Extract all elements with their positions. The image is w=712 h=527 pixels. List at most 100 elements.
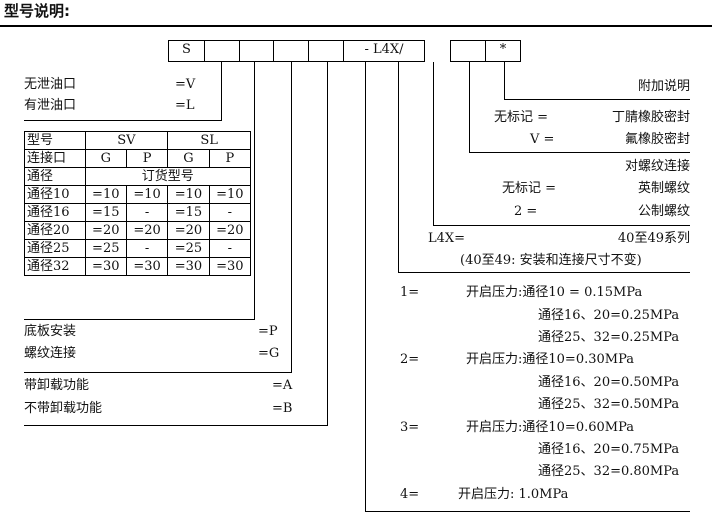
table-cell: =30 xyxy=(84,257,127,276)
no-unload-code: =B xyxy=(272,401,293,416)
connector-seal xyxy=(469,62,470,153)
thread-code: =G xyxy=(258,346,280,361)
connector-extra xyxy=(504,62,505,100)
title-divider xyxy=(0,25,712,27)
connector-size xyxy=(254,62,255,320)
code-box-3 xyxy=(239,40,274,62)
table-row: 通径16 =15 - =15 - xyxy=(24,203,252,222)
thread-title: 对螺纹连接 xyxy=(624,159,690,174)
connector-unload-h xyxy=(24,425,328,426)
table-cell: SL xyxy=(167,131,251,150)
code-box-2 xyxy=(204,40,240,62)
pressure-code-2: 2= xyxy=(400,352,420,367)
seal-v-val: 氟橡胶密封 xyxy=(624,132,690,147)
table-cell: 型号 xyxy=(24,131,86,150)
table-cell: G xyxy=(84,149,127,168)
table-cell: 通径 xyxy=(24,167,86,186)
thread-label: 螺纹连接 xyxy=(24,346,77,361)
pressure-line: 通径25、32=0.80MPa xyxy=(538,464,680,479)
table-cell: =20 xyxy=(84,221,127,240)
connector-mount-h xyxy=(24,372,292,373)
connector-unload xyxy=(327,62,328,426)
table-cell: =30 xyxy=(125,257,169,276)
code-box-4 xyxy=(273,40,309,62)
table-cell: =10 xyxy=(125,185,169,204)
code-box-extra: * xyxy=(485,40,521,62)
table-subheader-row: 连接口 G P G P xyxy=(24,149,252,168)
no-unload-label: 不带卸载功能 xyxy=(24,401,103,416)
connector-series-h xyxy=(398,272,690,273)
series-key: L4X= xyxy=(428,231,466,246)
table-cell: - xyxy=(208,203,252,222)
unload-code: =A xyxy=(272,378,293,393)
connector-thread-h xyxy=(433,225,690,226)
connector-extra-h xyxy=(504,99,690,100)
table-cell: - xyxy=(125,203,169,222)
table-cell: =20 xyxy=(125,221,169,240)
thread-nomark-val: 英制螺纹 xyxy=(637,181,690,196)
connector-thread xyxy=(433,62,434,226)
page-title: 型号说明: xyxy=(4,2,70,20)
table-cell: 连接口 xyxy=(24,149,86,168)
pressure-line: 通径16、20=0.75MPa xyxy=(538,442,680,457)
table-header-row: 型号 SV SL xyxy=(24,131,251,150)
pressure-code-3: 3= xyxy=(400,420,420,435)
table-cell: 订货型号 xyxy=(84,167,252,186)
connector-pressure-h xyxy=(365,511,690,512)
table-cell: - xyxy=(125,239,169,258)
table-cell: - xyxy=(208,239,252,258)
seal-nomark: 无标记 = xyxy=(494,110,549,125)
thread-nomark: 无标记 = xyxy=(502,181,557,196)
table-cell: =10 xyxy=(84,185,127,204)
pressure-line: 开启压力: 1.0MPa xyxy=(458,487,569,502)
extra-desc: 附加说明 xyxy=(637,79,690,94)
plate-label: 底板安装 xyxy=(24,324,77,339)
table-cell: 通径16 xyxy=(24,203,86,222)
table-cell: 通径10 xyxy=(24,185,86,204)
table-cell: P xyxy=(125,149,169,168)
seal-v: V = xyxy=(530,132,555,147)
connector-mount xyxy=(291,62,292,373)
connector-series xyxy=(398,62,399,273)
pressure-line: 通径16、20=0.50MPa xyxy=(538,375,680,390)
table-cell: =20 xyxy=(208,221,252,240)
pressure-line: 开启压力:通径10=0.60MPa xyxy=(466,420,634,435)
table-cell: 通径25 xyxy=(24,239,86,258)
series-note: (40至49: 安装和连接尺寸不变) xyxy=(460,253,642,268)
pressure-line: 通径16、20=0.25MPa xyxy=(538,308,680,323)
pressure-code-4: 4= xyxy=(400,487,420,502)
table-cell: =30 xyxy=(167,257,210,276)
table-row: 通径20 =20 =20 =20 =20 xyxy=(24,221,252,240)
code-box-7 xyxy=(450,40,486,62)
table-cell: P xyxy=(208,149,252,168)
size-table: 型号 SV SL 连接口 G P G P 通径 订货型号 通径10 =10 =1… xyxy=(24,131,252,276)
table-cell: 通径20 xyxy=(24,221,86,240)
table-cell: =30 xyxy=(208,257,252,276)
plate-code: =P xyxy=(258,324,278,339)
table-cell: =25 xyxy=(84,239,127,258)
pressure-code-1: 1= xyxy=(400,285,420,300)
pressure-line: 通径25、32=0.25MPa xyxy=(538,330,680,345)
code-box-series: - L4X/ xyxy=(343,40,425,62)
unload-label: 带卸载功能 xyxy=(24,378,90,393)
table-cell: =15 xyxy=(167,203,210,222)
pressure-line: 通径25、32=0.50MPa xyxy=(538,397,680,412)
table-cell: 通径32 xyxy=(24,257,86,276)
connector-leak-h xyxy=(24,120,222,121)
pressure-line: 开启压力:通径10 = 0.15MPa xyxy=(466,285,643,300)
code-box-5 xyxy=(308,40,344,62)
table-cell: =10 xyxy=(167,185,210,204)
leak-code: =L xyxy=(175,98,195,113)
seal-nomark-val: 丁腈橡胶密封 xyxy=(611,110,690,125)
table-cell: =15 xyxy=(84,203,127,222)
table-row: 通径10 =10 =10 =10 =10 xyxy=(24,185,252,204)
table-cell: =20 xyxy=(167,221,210,240)
connector-pressure xyxy=(365,62,366,512)
table-cell: =10 xyxy=(208,185,252,204)
no-leak-label: 无泄油口 xyxy=(24,77,77,92)
thread-2-val: 公制螺纹 xyxy=(637,204,690,219)
series-val: 40至49系列 xyxy=(617,231,690,246)
connector-seal-h xyxy=(469,152,690,153)
table-row: 通径25 =25 - =25 - xyxy=(24,239,252,258)
connector-leak xyxy=(221,62,222,121)
